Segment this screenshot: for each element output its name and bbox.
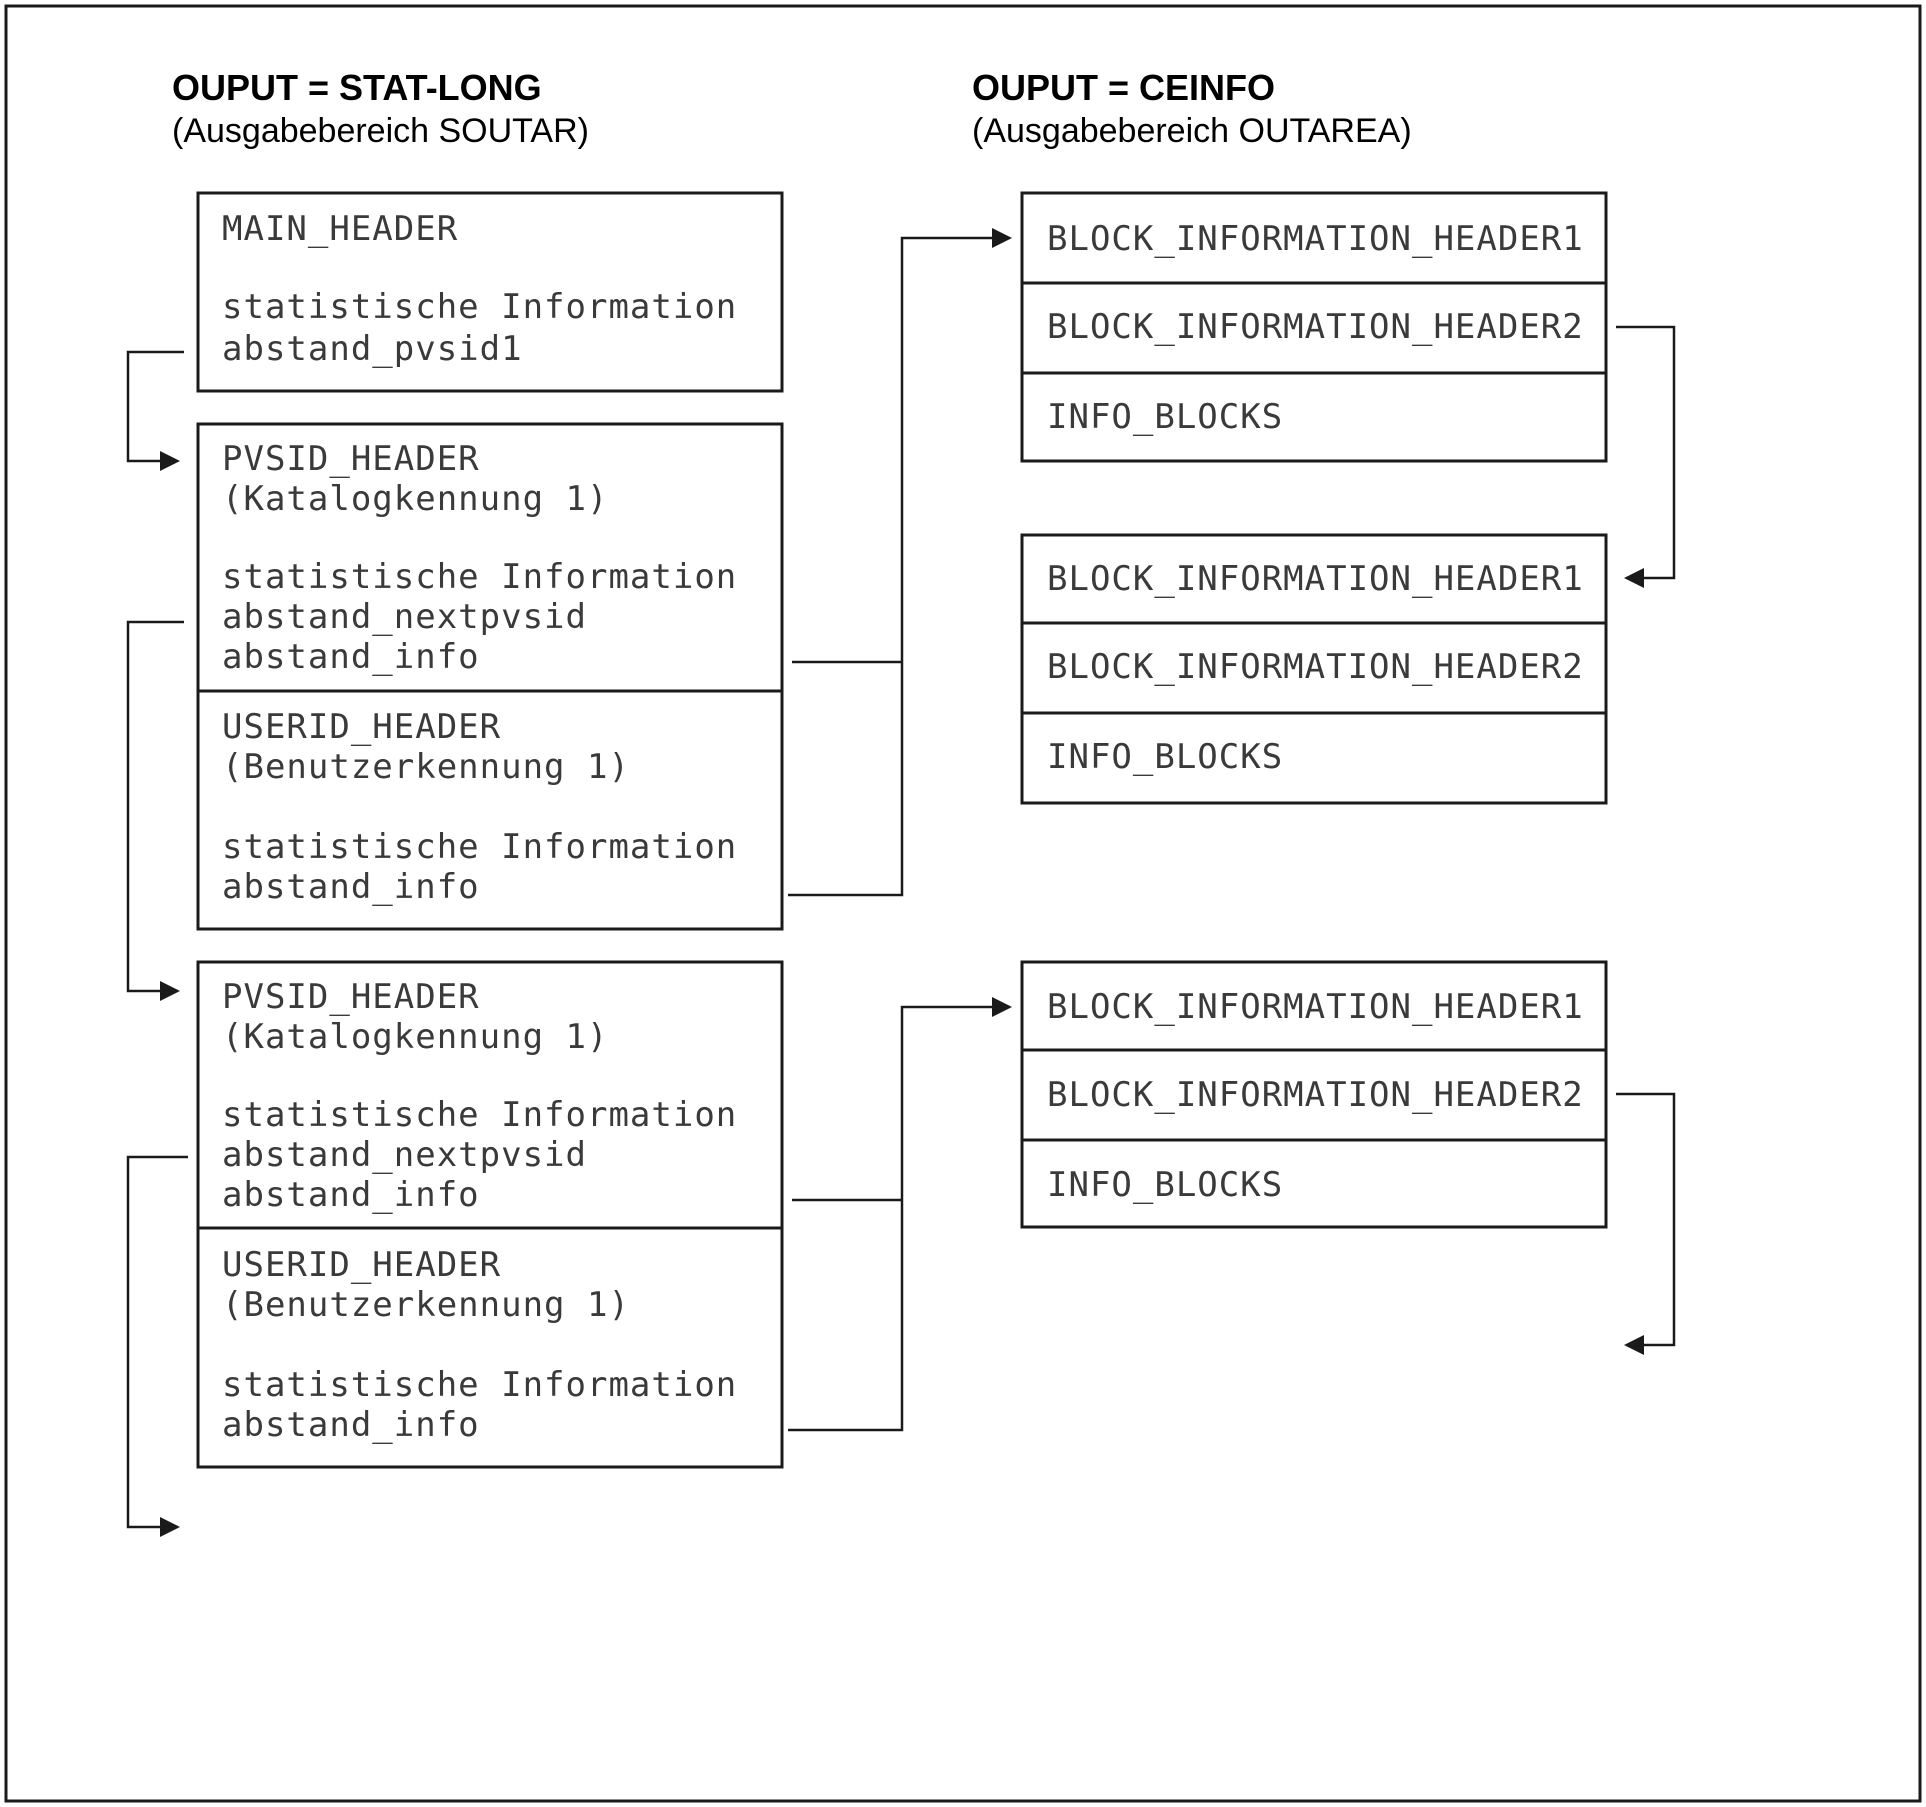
arrowhead-icon (160, 1517, 180, 1537)
pvsid-header-offset: abstand_info (222, 637, 480, 677)
info-blocks-label: INFO_BLOCKS (1047, 397, 1283, 437)
catalog-block-2: PVSID_HEADER (Katalogkennung 1) statisti… (196, 960, 784, 1469)
right-column-title: OUPUT = CEINFO (972, 67, 1275, 108)
pvsid-header-id: (Katalogkennung 1) (222, 479, 608, 519)
pvsid-header-next: abstand_nextpvsid (222, 597, 587, 637)
block-info-group-1: BLOCK_INFORMATION_HEADER1 BLOCK_INFORMAT… (1020, 191, 1608, 463)
pvsid-header-label: PVSID_HEADER (222, 977, 480, 1017)
userid-header-id: (Benutzerkennung 1) (222, 1285, 630, 1325)
block-info-group-3: BLOCK_INFORMATION_HEADER1 BLOCK_INFORMAT… (1020, 960, 1608, 1229)
info-blocks-label: INFO_BLOCKS (1047, 1165, 1283, 1205)
connector-main-to-pvsid1 (126, 350, 184, 471)
arrowhead-icon (160, 981, 180, 1001)
userid-header-offset: abstand_info (222, 1405, 480, 1445)
userid-header-label: USERID_HEADER (222, 707, 501, 747)
arrowhead-icon (1624, 568, 1644, 588)
block-info-header1-label: BLOCK_INFORMATION_HEADER1 (1047, 219, 1584, 259)
outer-frame (4, 4, 1922, 1803)
pvsid-header-next: abstand_nextpvsid (222, 1135, 587, 1175)
main-header-label: MAIN_HEADER (222, 209, 458, 249)
block-info-group-2: BLOCK_INFORMATION_HEADER1 BLOCK_INFORMAT… (1020, 533, 1608, 805)
connector-info-to-group3 (788, 997, 1012, 1432)
arrowhead-icon (992, 997, 1012, 1017)
connector-pvsid1-to-pvsid2 (126, 620, 184, 1001)
block-info-header1-label: BLOCK_INFORMATION_HEADER1 (1047, 987, 1584, 1027)
pvsid-header-info: statistische Information (222, 1095, 737, 1135)
arrowhead-icon (992, 228, 1012, 248)
pvsid-header-id: (Katalogkennung 1) (222, 1017, 608, 1057)
main-header-box: MAIN_HEADER statistische Information abs… (196, 191, 784, 393)
main-header-info: statistische Information (222, 287, 737, 327)
block-info-header1-label: BLOCK_INFORMATION_HEADER1 (1047, 559, 1584, 599)
pvsid-header-label: PVSID_HEADER (222, 439, 480, 479)
userid-header-offset: abstand_info (222, 867, 480, 907)
info-blocks-label: INFO_BLOCKS (1047, 737, 1283, 777)
block-info-header2-label: BLOCK_INFORMATION_HEADER2 (1047, 647, 1584, 687)
main-header-offset: abstand_pvsid1 (222, 329, 523, 369)
arrowhead-icon (160, 451, 180, 471)
connector-group1-to-group2 (1616, 325, 1676, 588)
right-column-subtitle: (Ausgabebereich OUTAREA) (972, 112, 1412, 150)
catalog-block-1: PVSID_HEADER (Katalogkennung 1) statisti… (196, 422, 784, 931)
connector-info-to-group1 (788, 228, 1012, 897)
left-column-title: OUPUT = STAT-LONG (172, 67, 542, 108)
block-info-header2-label: BLOCK_INFORMATION_HEADER2 (1047, 307, 1584, 347)
block-info-header2-label: BLOCK_INFORMATION_HEADER2 (1047, 1075, 1584, 1115)
userid-header-info: statistische Information (222, 827, 737, 867)
arrowhead-icon (1624, 1335, 1644, 1355)
pvsid-header-info: statistische Information (222, 557, 737, 597)
pvsid-header-offset: abstand_info (222, 1175, 480, 1215)
userid-header-id: (Benutzerkennung 1) (222, 747, 630, 787)
connector-group3-to-next (1616, 1092, 1676, 1355)
userid-header-info: statistische Information (222, 1365, 737, 1405)
connector-pvsid2-to-next (126, 1155, 188, 1537)
userid-header-label: USERID_HEADER (222, 1245, 501, 1285)
left-column-subtitle: (Ausgabebereich SOUTAR) (172, 112, 589, 150)
